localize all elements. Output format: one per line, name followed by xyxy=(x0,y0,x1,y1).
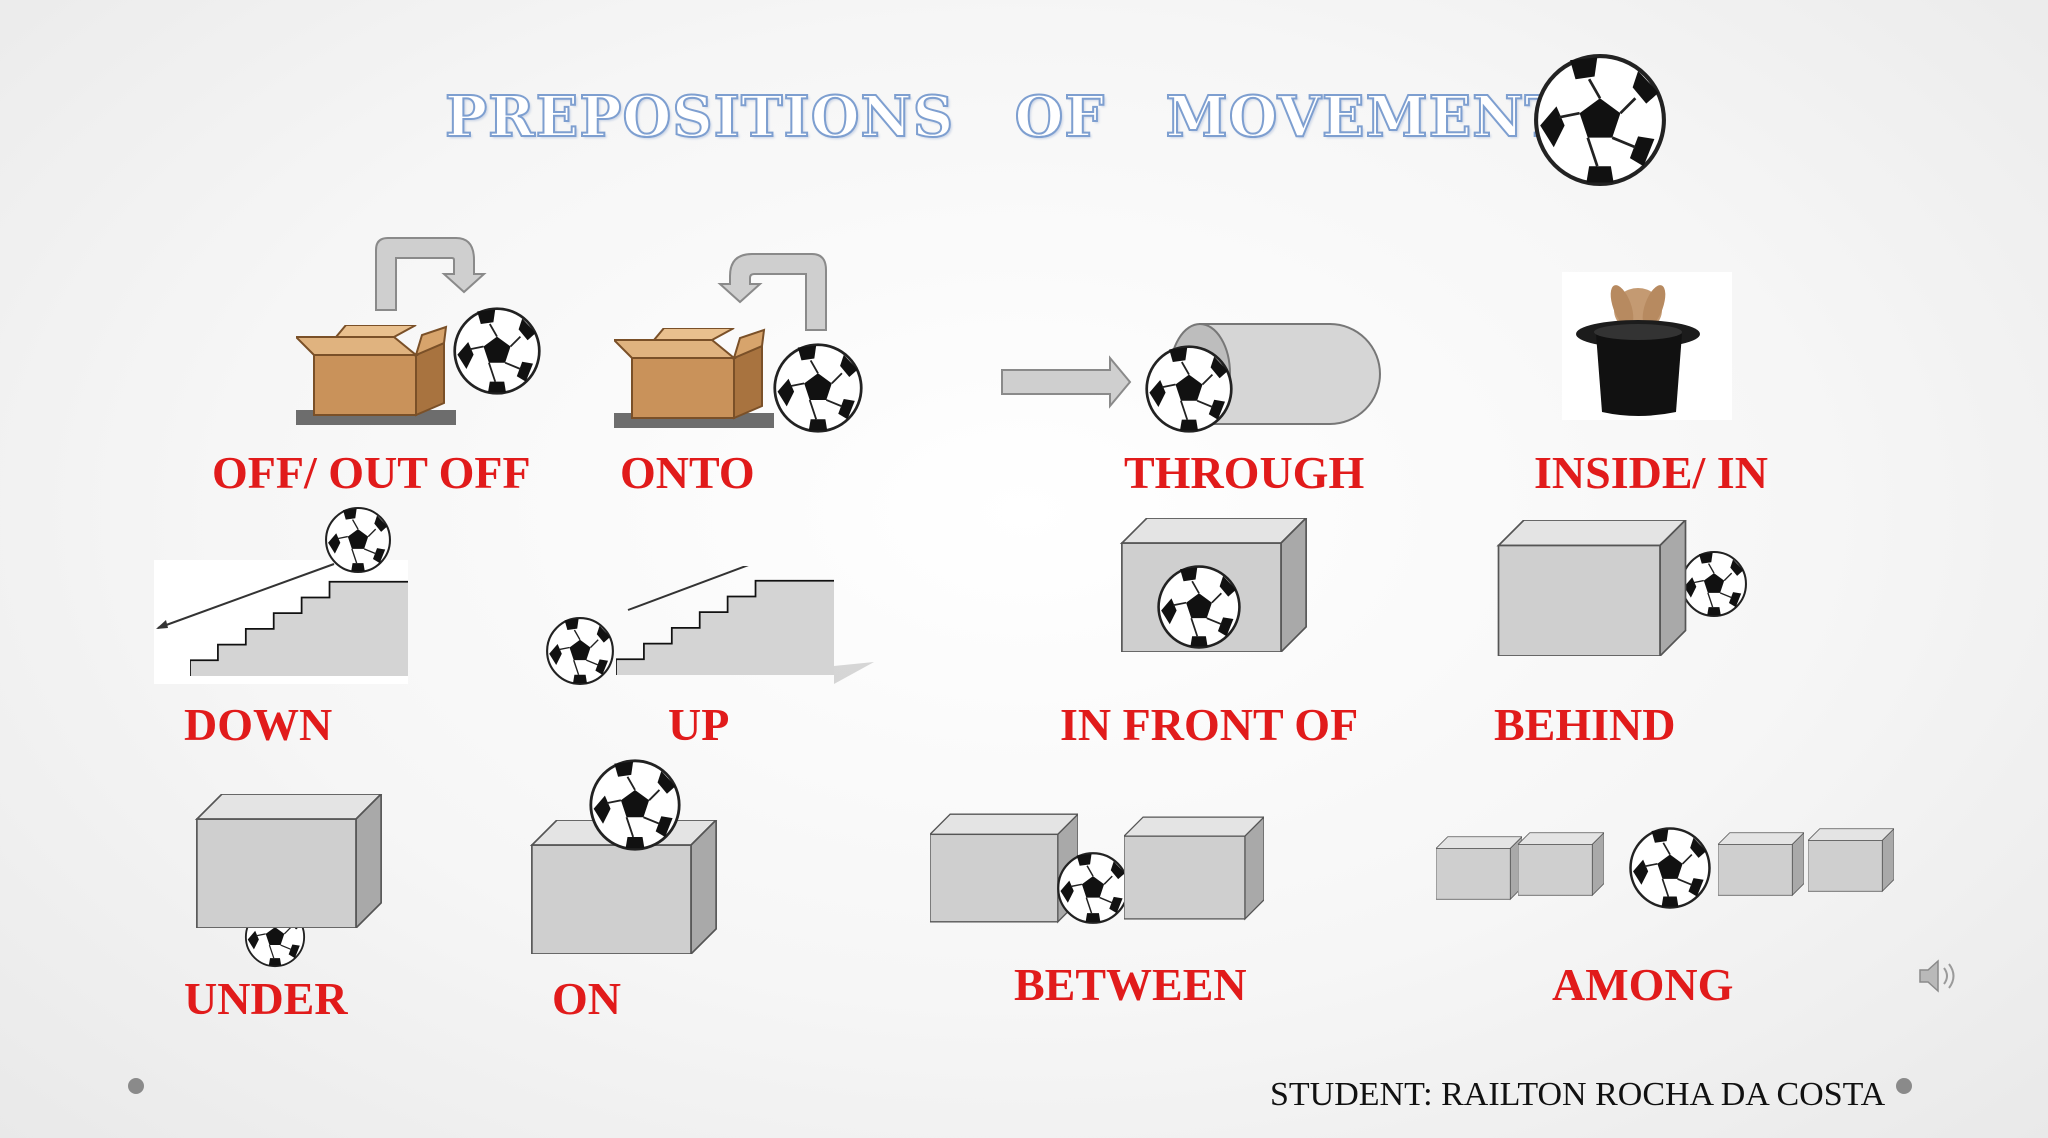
label-up: UP xyxy=(668,699,730,750)
slide-dot-left xyxy=(128,1078,144,1094)
soccer-ball-icon xyxy=(545,616,615,686)
among-illustration xyxy=(1436,836,1522,900)
among-illustration xyxy=(1808,828,1894,892)
label-through: THROUGH xyxy=(1124,447,1365,498)
label-down: DOWN xyxy=(184,699,333,750)
label-in-front-of: IN FRONT OF xyxy=(1060,699,1359,750)
soccer-ball-icon xyxy=(324,506,392,574)
speaker-icon[interactable] xyxy=(1918,958,1960,994)
soccer-ball-icon xyxy=(453,307,541,395)
onto-illustration xyxy=(614,253,827,428)
among-illustration xyxy=(1718,832,1804,896)
label-inside-in: INSIDE/ IN xyxy=(1534,447,1768,498)
slide-dot-right xyxy=(1896,1078,1912,1094)
up-illustration xyxy=(616,566,874,684)
label-under: UNDER xyxy=(184,973,348,1024)
soccer-ball-icon xyxy=(589,759,681,851)
among-illustration xyxy=(1518,832,1604,896)
label-between: BETWEEN xyxy=(1014,959,1247,1010)
soccer-ball-icon xyxy=(1532,52,1668,188)
down-illustration xyxy=(154,560,408,684)
student-name: STUDENT: RAILTON ROCHA DA COSTA xyxy=(1270,1076,1886,1113)
soccer-ball-icon xyxy=(1157,565,1241,649)
label-on: ON xyxy=(552,973,621,1024)
under-illustration xyxy=(195,794,383,928)
soccer-ball-icon xyxy=(1145,345,1233,433)
soccer-ball-icon xyxy=(773,343,863,433)
soccer-ball-icon xyxy=(1056,851,1130,925)
soccer-ball-icon xyxy=(1629,827,1711,909)
page-title: PREPOSITIONS OF MOVEMENT xyxy=(444,83,1568,151)
label-off-out-off: OFF/ OUT OFF xyxy=(212,447,531,498)
behind-illustration xyxy=(1497,520,1687,656)
label-among: AMONG xyxy=(1552,959,1734,1010)
between-illustration xyxy=(1124,816,1264,920)
label-onto: ONTO xyxy=(620,447,755,498)
label-behind: BEHIND xyxy=(1494,699,1676,750)
inside-illustration xyxy=(1562,272,1732,420)
off-illustration xyxy=(296,237,487,425)
